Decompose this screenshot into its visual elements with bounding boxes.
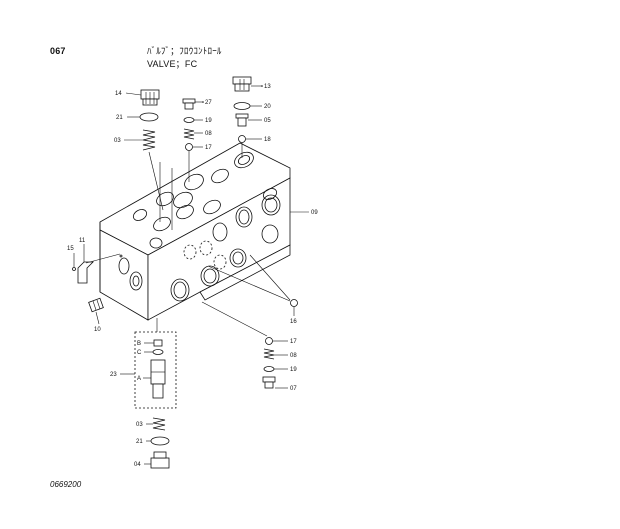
callout-13: 13 xyxy=(264,84,271,90)
plug-27 xyxy=(182,98,196,110)
plug-10 xyxy=(88,297,104,313)
callout-08-lower: 08 xyxy=(290,353,297,359)
callout-a: A xyxy=(137,376,141,382)
callout-27: 27 xyxy=(205,100,212,106)
callout-19: 19 xyxy=(205,118,212,124)
spring-08 xyxy=(183,128,195,140)
assembly-23-boundary xyxy=(134,331,177,409)
callout-18: 18 xyxy=(264,137,271,143)
plug-05 xyxy=(235,113,249,127)
o-ring-21 xyxy=(139,112,159,122)
o-ring-20 xyxy=(233,102,251,110)
spool-a xyxy=(150,359,166,399)
ball-16 xyxy=(290,299,298,307)
title-japanese: ﾊﾞﾙﾌﾞ；ﾌﾛｳｺﾝﾄﾛｰﾙ xyxy=(147,46,222,56)
callout-03: 03 xyxy=(114,138,121,144)
callout-b: B xyxy=(137,341,141,347)
callout-05: 05 xyxy=(264,118,271,124)
callout-09: 09 xyxy=(311,210,318,216)
cover-11 xyxy=(77,261,94,284)
o-ring-19 xyxy=(183,117,195,123)
callout-17: 17 xyxy=(205,145,212,151)
callout-08: 08 xyxy=(205,131,212,137)
plug-13 xyxy=(232,76,252,92)
callout-07: 07 xyxy=(290,386,297,392)
part-c xyxy=(152,349,164,355)
callout-23: 23 xyxy=(110,372,117,378)
callout-c: C xyxy=(137,350,142,356)
plug-04 xyxy=(150,451,170,469)
ball-17b xyxy=(265,337,273,345)
part-b xyxy=(153,339,163,347)
callout-11: 11 xyxy=(79,238,86,244)
bolt-15 xyxy=(72,267,76,271)
valve-body xyxy=(99,142,291,321)
callout-21: 21 xyxy=(116,115,123,121)
title-english: VALVE；FC xyxy=(147,59,198,69)
callout-16: 16 xyxy=(290,319,297,325)
callout-19-lower: 19 xyxy=(290,367,297,373)
callout-17-lower: 17 xyxy=(290,339,297,345)
ball-17 xyxy=(185,143,193,151)
spring-08b xyxy=(263,348,275,360)
leader-dots xyxy=(202,85,263,103)
plug-14 xyxy=(140,89,160,106)
callout-labels: 14 21 03 27 19 08 17 13 20 05 18 09 15 1… xyxy=(67,84,318,468)
page-number: 067 xyxy=(50,46,66,56)
callout-20: 20 xyxy=(264,104,271,110)
callout-21-lower: 21 xyxy=(136,439,143,445)
callout-10: 10 xyxy=(94,327,101,333)
leader-lines xyxy=(73,85,309,465)
spring-03b xyxy=(152,417,166,431)
callout-14: 14 xyxy=(115,91,122,97)
callout-03-lower: 03 xyxy=(136,422,143,428)
o-ring-21b xyxy=(150,436,170,446)
spring-03 xyxy=(142,129,156,151)
drawing-number: 0669200 xyxy=(50,480,82,489)
callout-15: 15 xyxy=(67,246,74,252)
o-ring-19b xyxy=(263,366,275,372)
ball-18 xyxy=(238,135,246,143)
callout-04: 04 xyxy=(134,462,141,468)
plug-07 xyxy=(262,376,276,389)
